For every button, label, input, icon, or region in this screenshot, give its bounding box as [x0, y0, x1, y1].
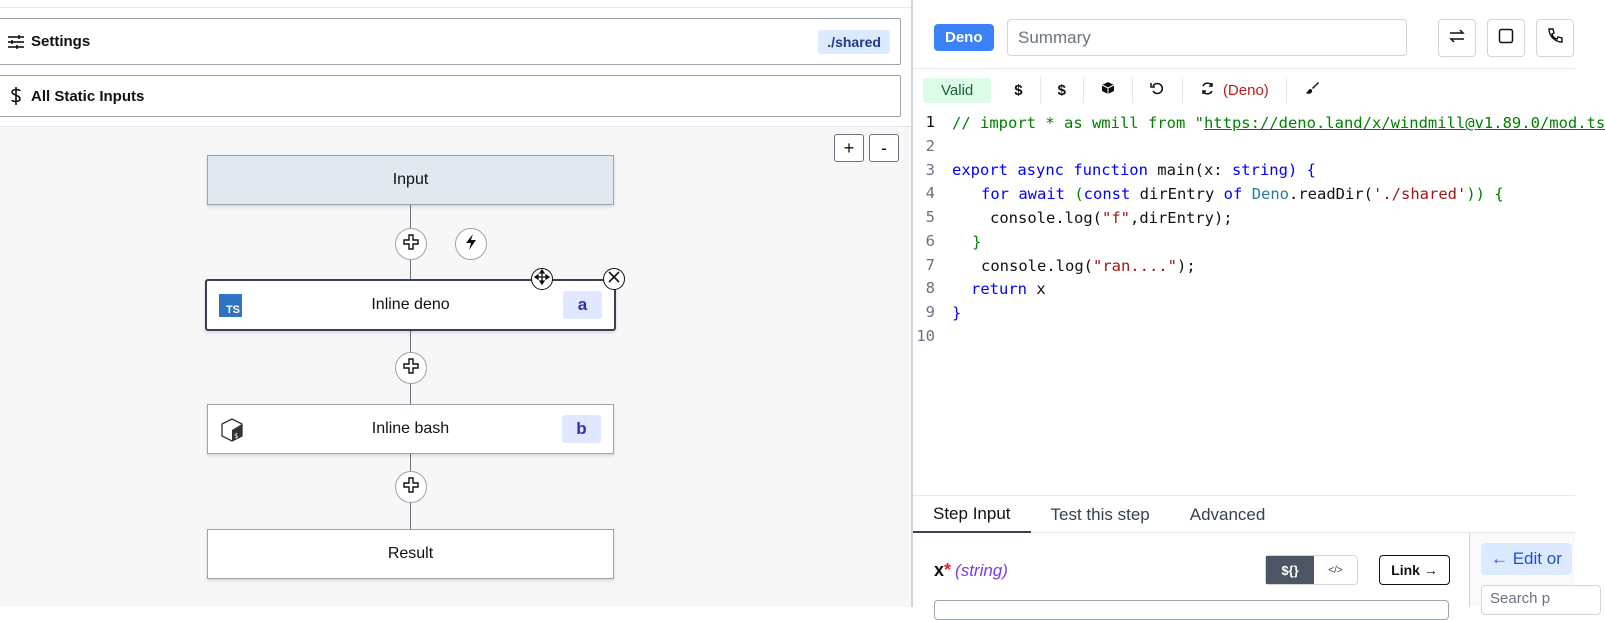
step-editor-header: Deno	[913, 0, 1575, 69]
close-icon	[608, 270, 620, 288]
svg-text:$_: $_	[234, 432, 243, 440]
step-tabs: Step Input Test this step Advanced	[913, 496, 1575, 533]
line-number: 1	[925, 113, 935, 131]
lsp-language-label: (Deno)	[1222, 81, 1269, 99]
input-mode-toggle: ${} </>	[1265, 555, 1358, 585]
required-mark: *	[944, 560, 952, 580]
line-number: 10	[916, 327, 935, 345]
package-icon	[1101, 81, 1115, 99]
validity-status-badge: Valid	[923, 77, 992, 103]
line-number: 7	[925, 256, 935, 274]
shared-mount-badge: ./shared	[818, 29, 890, 54]
delete-step-button[interactable]	[603, 268, 625, 290]
tab-advanced[interactable]: Advanced	[1189, 504, 1266, 524]
typescript-icon: TS	[219, 294, 242, 317]
static-mode-button[interactable]: ${}	[1266, 556, 1314, 584]
tab-test-this-step[interactable]: Test this step	[1050, 504, 1150, 524]
code-line: // import * as wmill from "https://deno.…	[952, 114, 1605, 132]
javascript-mode-button[interactable]: </>	[1328, 564, 1343, 576]
library-button[interactable]	[1084, 77, 1133, 103]
square-icon	[1498, 28, 1514, 49]
dollar-icon	[1, 86, 31, 106]
format-code-button[interactable]	[1287, 77, 1336, 103]
add-trigger-button[interactable]	[455, 228, 487, 260]
summary-input[interactable]	[1007, 19, 1407, 56]
settings-row[interactable]: Settings ./shared	[0, 18, 901, 65]
language-badge: Deno	[934, 24, 994, 51]
fullscreen-button[interactable]	[1487, 19, 1525, 57]
move-step-handle[interactable]	[531, 268, 553, 290]
add-variable-button[interactable]: $	[997, 77, 1041, 103]
arg-label: x*(string)	[934, 560, 1008, 581]
phone-icon	[1546, 27, 1564, 50]
swap-script-button[interactable]	[1438, 19, 1476, 57]
zoom-out-button[interactable]: -	[869, 134, 899, 162]
swap-arrows-icon	[1448, 27, 1466, 50]
top-strip	[0, 0, 911, 8]
code-line: for await (const dirEntry of Deno.readDi…	[981, 185, 1504, 203]
input-node-label: Input	[392, 171, 429, 188]
reload-lsp-button[interactable]: (Deno)	[1183, 77, 1287, 103]
flow-step-node-b[interactable]: $_ Inline bash b	[207, 404, 614, 454]
step-label: Inline bash	[371, 420, 450, 437]
plus-icon	[403, 357, 419, 379]
bash-cube-icon: $_	[220, 418, 244, 442]
settings-label: Settings	[31, 33, 91, 50]
line-number: 8	[925, 279, 935, 297]
link-button[interactable]: Link →	[1379, 555, 1450, 585]
flow-pane: Settings ./shared All Static Inputs + - …	[0, 0, 911, 579]
tab-step-input[interactable]: Step Input	[913, 496, 1031, 533]
sliders-icon	[1, 33, 31, 51]
editor-toolbar: Valid $ $ (Deno)	[913, 69, 1575, 111]
line-number: 9	[925, 303, 935, 321]
code-line: }	[972, 233, 982, 251]
property-picker-panel: ← Edit or Search p	[1469, 533, 1601, 615]
line-number: 2	[925, 137, 935, 155]
code-line: }	[952, 304, 962, 322]
code-content: // import * as wmill from "https://deno.…	[952, 112, 1605, 496]
step-input-panel: x*(string) ${} </> Link → ← Edit or Sear…	[913, 533, 1601, 620]
line-number: 3	[925, 161, 935, 179]
step-id-badge: a	[563, 291, 602, 319]
arg-value-input[interactable]	[934, 600, 1449, 620]
refresh-icon	[1200, 81, 1215, 100]
search-property-input[interactable]: Search p	[1481, 585, 1601, 615]
insert-step-button[interactable]	[395, 352, 427, 384]
code-line: console.log("f",dirEntry);	[990, 209, 1233, 227]
line-gutter: 1 2 3 4 5 6 7 8 9 10	[913, 112, 953, 496]
step-id-badge: b	[562, 415, 601, 443]
arg-name: x	[934, 560, 945, 580]
line-number: 6	[925, 232, 935, 250]
result-node-label: Result	[387, 545, 434, 562]
line-number: 5	[925, 208, 935, 226]
step-editor-pane: Deno Valid $ $	[911, 0, 1605, 620]
all-static-inputs-label: All Static Inputs	[31, 87, 145, 105]
lightning-icon	[464, 233, 478, 256]
line-number: 4	[925, 184, 935, 202]
code-editor[interactable]: 1 2 3 4 5 6 7 8 9 10 // import * as wmil…	[913, 112, 1605, 496]
undo-icon	[1150, 81, 1165, 100]
step-label: Inline deno	[371, 296, 450, 313]
zoom-in-button[interactable]: +	[834, 134, 864, 162]
all-static-inputs-row[interactable]: All Static Inputs	[0, 75, 901, 117]
flow-input-node[interactable]: Input	[207, 155, 614, 205]
code-line: export async function main(x: string) {	[952, 161, 1316, 179]
code-line: console.log("ran....");	[981, 257, 1196, 275]
insert-step-button[interactable]	[395, 471, 427, 503]
add-resource-button[interactable]: $	[1041, 77, 1084, 103]
flow-step-node-a[interactable]: TS Inline deno a	[205, 279, 616, 331]
plus-icon	[403, 233, 419, 255]
flow-top-panel: Settings ./shared All Static Inputs	[0, 0, 911, 127]
insert-step-button[interactable]	[395, 228, 427, 260]
phone-button[interactable]	[1536, 19, 1574, 57]
plus-icon	[403, 476, 419, 498]
move-arrows-icon	[533, 268, 551, 290]
brush-icon	[1304, 81, 1319, 100]
flow-result-node[interactable]: Result	[207, 529, 614, 579]
edit-or-button[interactable]: ← Edit or	[1481, 543, 1572, 575]
code-line: return x	[971, 280, 1046, 298]
arg-type: (string)	[955, 561, 1008, 580]
reset-code-button[interactable]	[1133, 77, 1183, 103]
